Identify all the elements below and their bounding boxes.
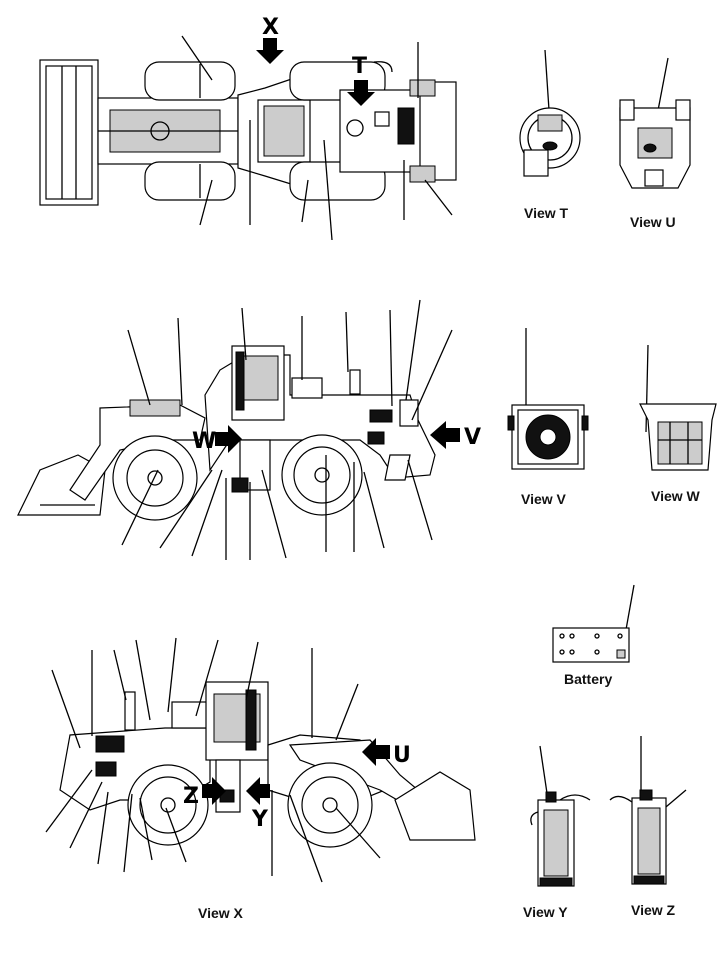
- arrow-y-label: Y: [251, 807, 269, 832]
- arrow-z-label: Z: [183, 784, 199, 809]
- arrow-v: V: [430, 421, 481, 450]
- top-view-leader-lines: [181, 35, 453, 241]
- curved-arrow-icon: [373, 61, 393, 73]
- arrow-w: W: [192, 425, 242, 454]
- right-side-view-machine: [59, 681, 476, 848]
- view-y-label: View Y: [523, 904, 568, 920]
- left-side-view-machine: [17, 345, 436, 521]
- arrow-w-label: W: [192, 429, 216, 454]
- arrow-t-label: T: [352, 54, 367, 79]
- view-t-label: View T: [524, 205, 569, 221]
- arrow-u-label: U: [393, 743, 411, 768]
- arrow-left-icon: [362, 738, 390, 766]
- view-y-detail: [530, 745, 591, 887]
- arrow-v-label: V: [464, 425, 481, 450]
- view-v-label: View V: [521, 491, 567, 507]
- arrow-left-icon: [246, 777, 270, 805]
- view-w-detail: [639, 344, 717, 471]
- battery-detail: [552, 584, 635, 663]
- battery-label: Battery: [564, 671, 612, 687]
- arrow-right-icon: [202, 777, 226, 805]
- arrow-t: T: [347, 54, 393, 106]
- view-z-detail: [609, 736, 687, 885]
- arrow-right-icon: [215, 425, 242, 453]
- arrow-x-label: X: [262, 15, 279, 40]
- left-side-view-leader-lines: [121, 299, 453, 560]
- view-w-label: View W: [651, 488, 701, 504]
- view-u-detail: [619, 57, 691, 189]
- view-x-label: View X: [198, 905, 244, 921]
- right-side-view-leader-lines: [45, 637, 381, 883]
- view-t-detail: [519, 49, 581, 177]
- view-z-label: View Z: [631, 902, 676, 918]
- arrow-down-icon: [347, 80, 375, 106]
- arrow-left-icon: [430, 421, 460, 449]
- arrow-x: X: [256, 15, 284, 64]
- view-v-detail: [507, 328, 589, 470]
- arrow-down-icon: [256, 38, 284, 64]
- arrow-z: Z: [183, 777, 226, 809]
- top-view-machine: [39, 59, 457, 206]
- arrow-u: U: [362, 738, 411, 768]
- view-u-label: View U: [630, 214, 676, 230]
- arrow-y: Y: [246, 777, 270, 832]
